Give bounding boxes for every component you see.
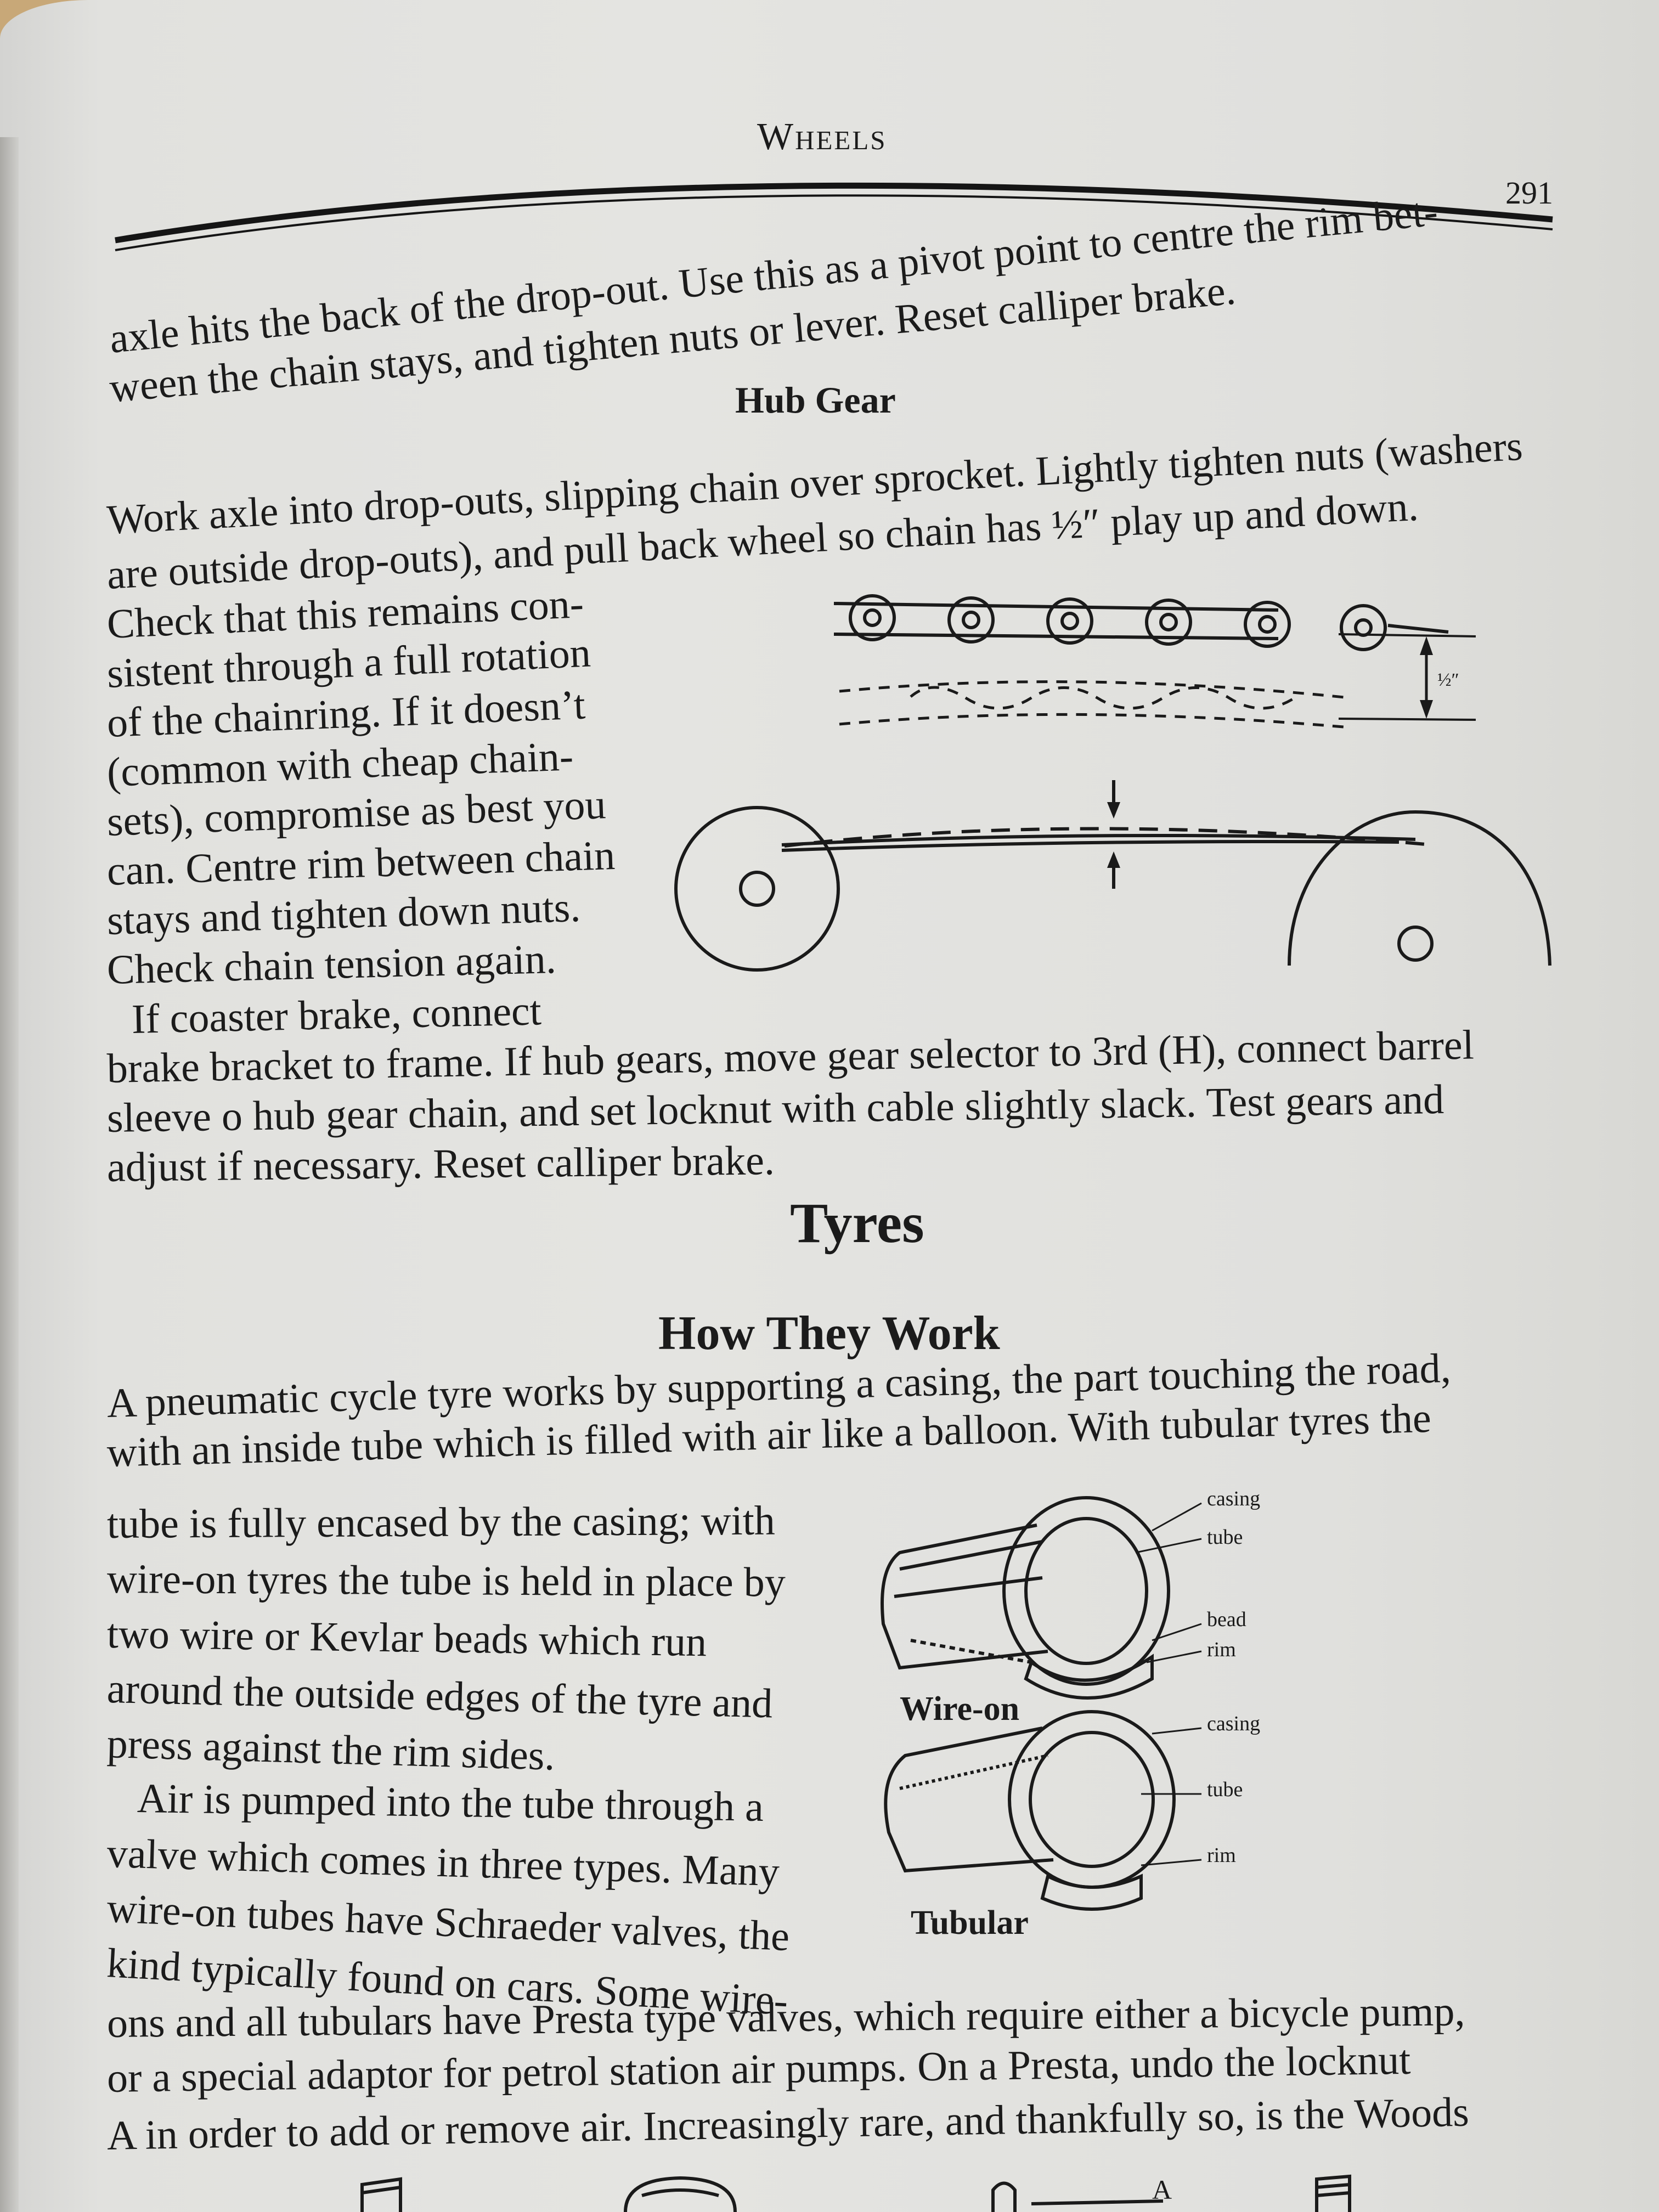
- presta-valve-icon: [991, 2181, 1164, 2212]
- wire-on-tube-label: tube: [1207, 1526, 1243, 1549]
- sprocket-and-chainring-icon: [674, 780, 1551, 972]
- valve-locknut-label: A: [1152, 2174, 1172, 2205]
- chapter-heading: Tyres: [790, 1192, 924, 1255]
- page-number: 291: [1505, 175, 1553, 211]
- body-line: tube is fully encased by the casing; wit…: [106, 1497, 776, 1547]
- wire-on-bead-label: bead: [1207, 1608, 1246, 1631]
- running-title: Wheels: [757, 116, 887, 158]
- wire-on-caption: Wire-on: [900, 1690, 1020, 1728]
- wire-on-casing-label: casing: [1207, 1487, 1261, 1510]
- body-line: adjust if necessary. Reset calliper brak…: [106, 1137, 775, 1190]
- tubular-tyre-icon: [884, 1710, 1176, 1911]
- chain-play-diagram: ½″: [674, 594, 1551, 972]
- body-line: two wire or Kevlar beads which run: [106, 1611, 707, 1666]
- tubular-caption: Tubular: [911, 1904, 1029, 1942]
- section-heading: How They Work: [658, 1307, 1000, 1360]
- book-spine-shadow: [0, 137, 19, 2212]
- woods-valve-icon: [624, 2176, 737, 2212]
- chain-play-label: ½″: [1437, 670, 1459, 690]
- chain-links-icon: [833, 594, 1449, 651]
- presta-locknut-icon: [1315, 2174, 1351, 2212]
- chain-slack-position-icon: [839, 680, 1350, 729]
- schraeder-valve-icon: [360, 2177, 402, 2212]
- section-heading: Hub Gear: [735, 379, 896, 421]
- body-line: wire-on tyres the tube is held in place …: [106, 1556, 786, 1606]
- header-rule: [115, 182, 1553, 251]
- wire-on-tyre-icon: [881, 1496, 1170, 1700]
- valve-illustrations: A: [360, 2174, 1351, 2212]
- tyre-cross-section-diagram: [881, 1496, 1202, 1911]
- wire-on-rim-label: rim: [1207, 1638, 1236, 1661]
- tubular-tube-label: tube: [1207, 1778, 1243, 1801]
- body-line: Air is pumped into the tube through a: [137, 1775, 764, 1830]
- tubular-rim-label: rim: [1207, 1844, 1236, 1867]
- tubular-casing-label: casing: [1207, 1712, 1261, 1735]
